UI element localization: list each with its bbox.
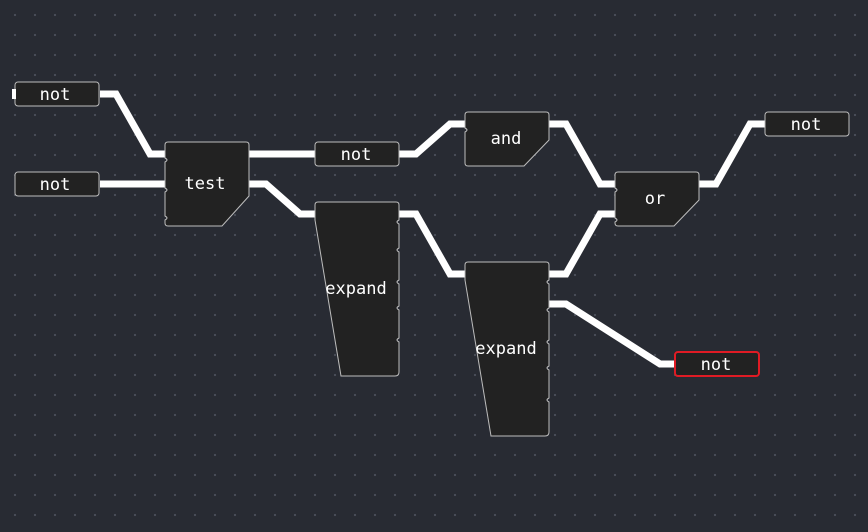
node-body [464,261,550,437]
node-body [614,171,700,227]
node-label: and [491,129,522,149]
input-port[interactable] [12,89,16,99]
node-body [164,141,250,227]
node-body [464,111,550,167]
wire-not-to-and [398,120,466,158]
node-label: not [701,355,732,375]
not-node[interactable]: not [314,141,400,167]
wire-and-to-or [548,120,616,188]
wire-expand-to-not-error [548,300,676,368]
node-label: not [40,175,71,195]
node-label: expand [475,339,536,359]
node-body [314,141,400,167]
expand-node[interactable]: expand [314,201,400,377]
node-body [674,351,760,377]
not-node[interactable]: not [14,171,100,197]
not-node[interactable]: not [764,111,850,137]
node-body [764,111,850,137]
test-node[interactable]: test [164,141,250,227]
not-node[interactable]: not [12,81,100,107]
wire-test-to-expand [248,180,316,218]
not-node-error[interactable]: not [674,351,760,377]
node-label: or [645,189,665,209]
wire-or-to-not [698,120,766,188]
node-body [14,171,100,197]
node-label: not [791,115,822,135]
wire-expand-to-expand [398,210,466,278]
node-body [314,201,400,377]
node-label: expand [325,279,386,299]
and-node[interactable]: and [464,111,550,167]
or-node[interactable]: or [614,171,700,227]
wire-expand-to-or [548,210,616,278]
wire-not-to-test [100,90,166,158]
expand-node[interactable]: expand [464,261,550,437]
node-label: not [40,85,71,105]
node-label: test [185,174,226,194]
node-label: not [341,145,372,165]
wires [100,90,766,368]
